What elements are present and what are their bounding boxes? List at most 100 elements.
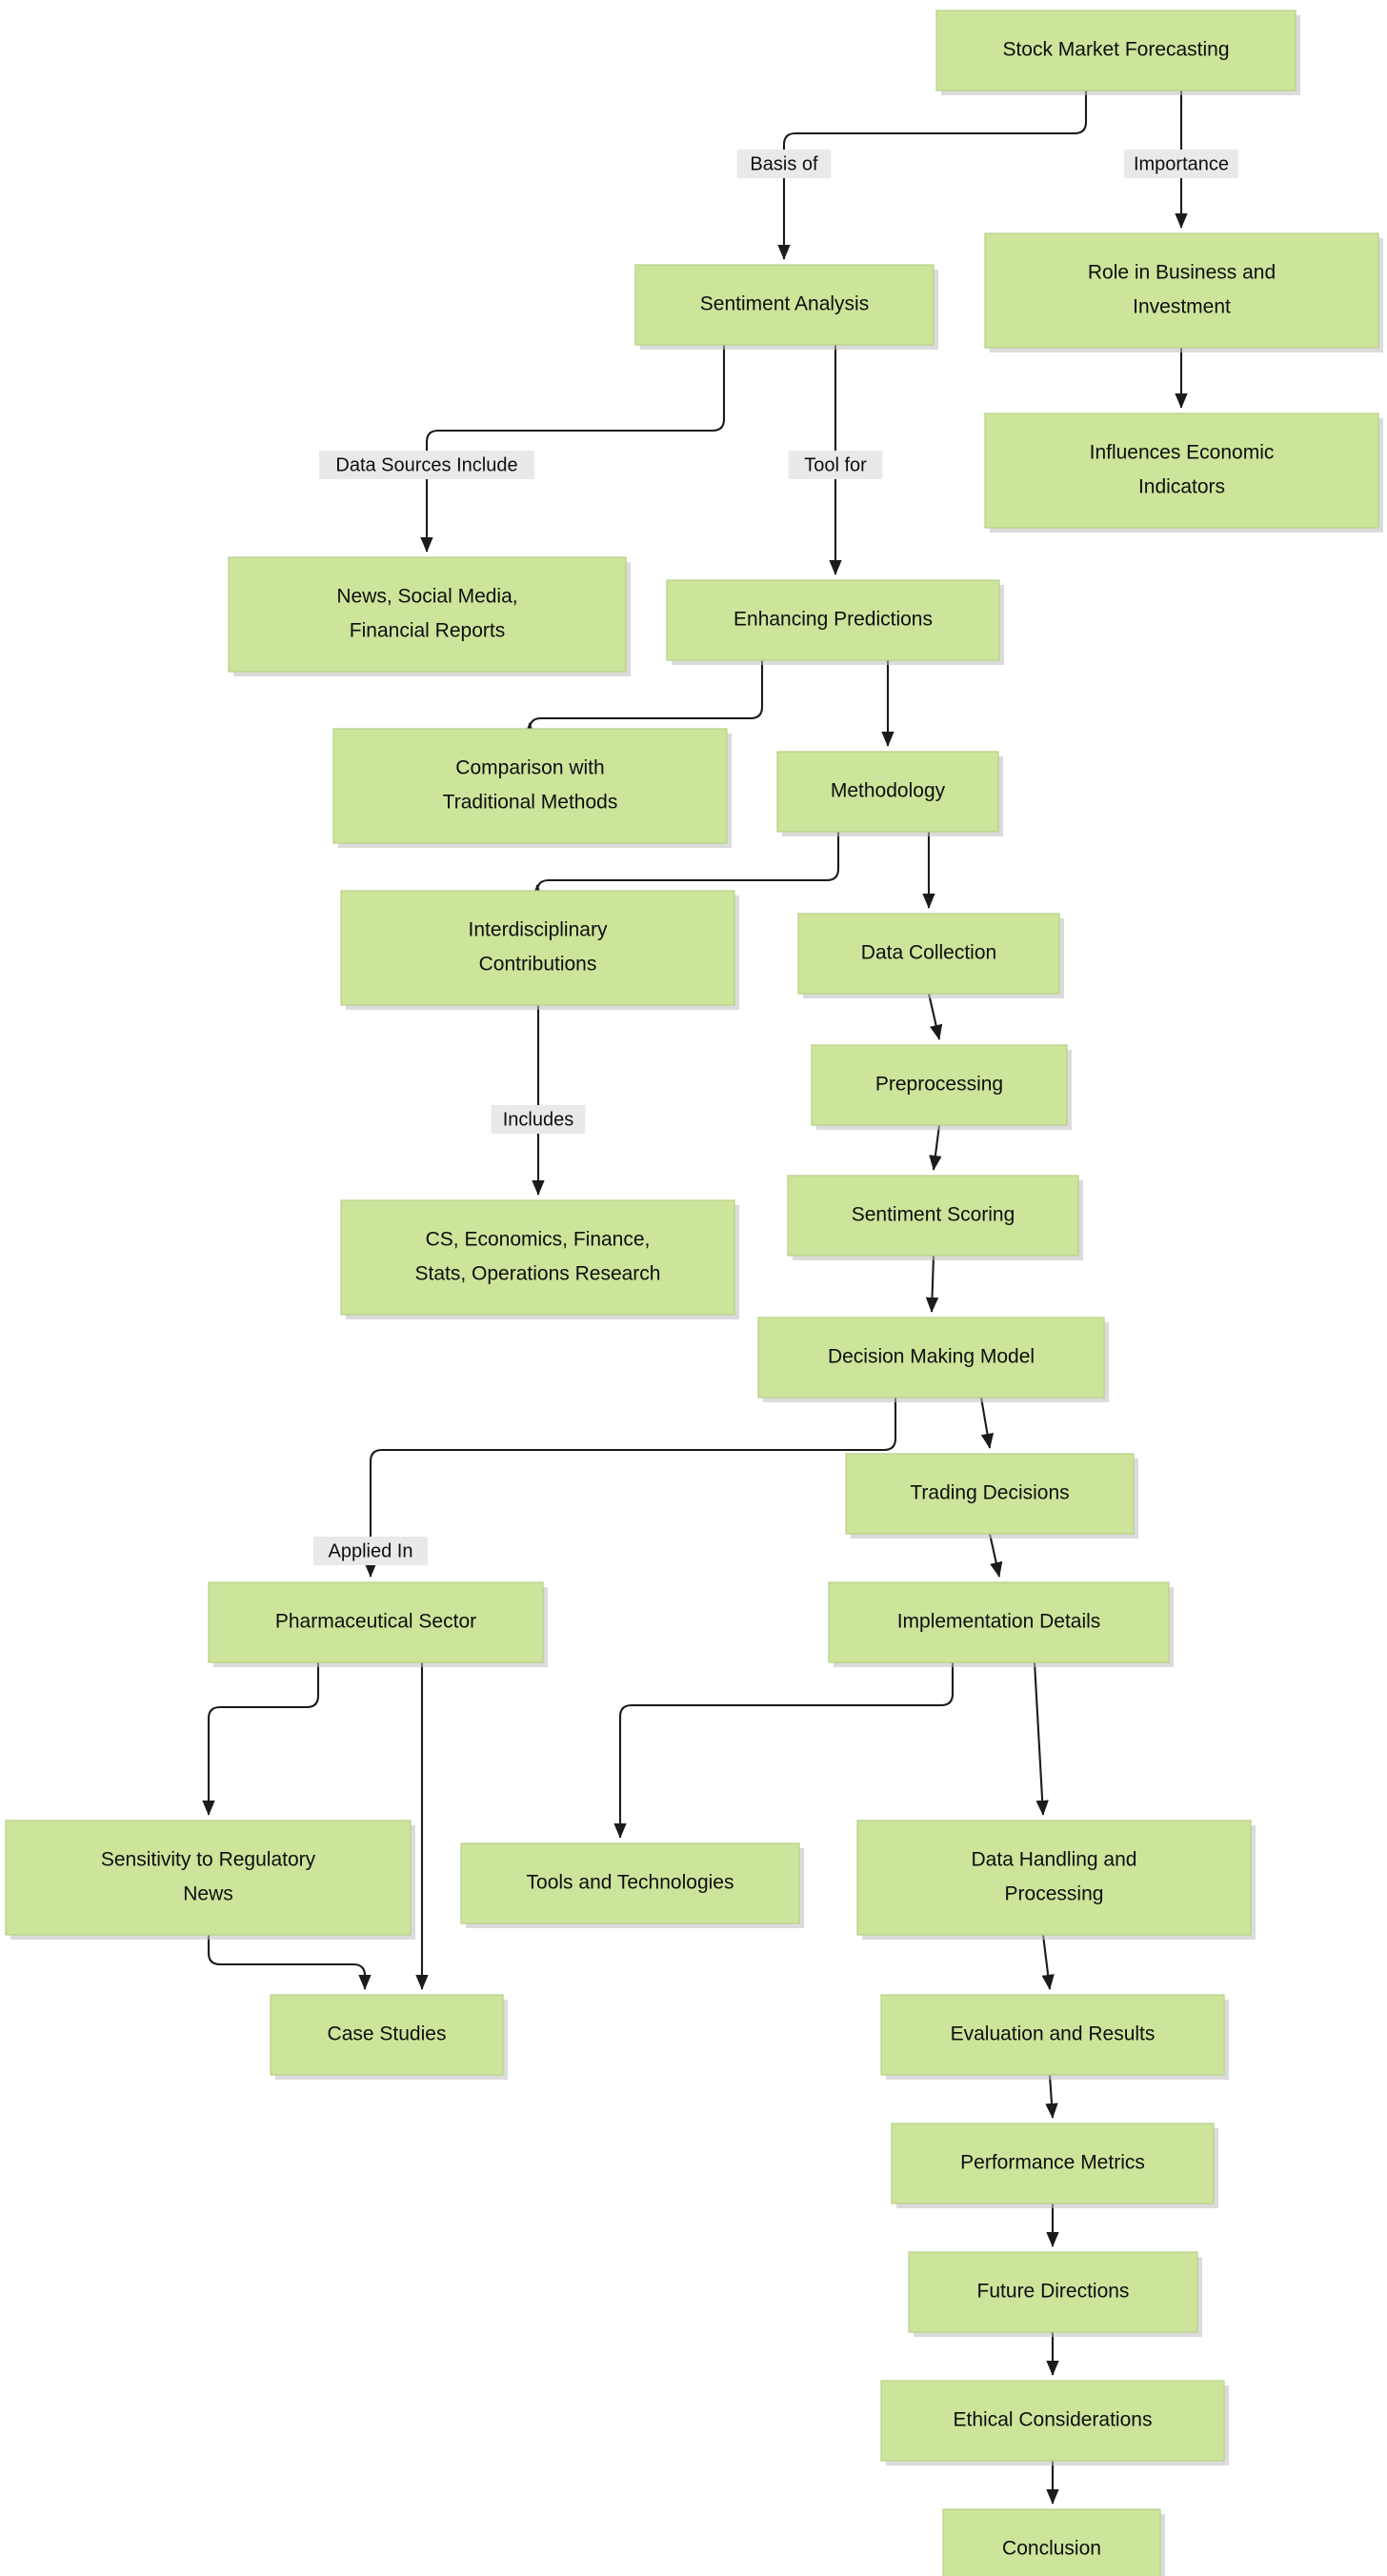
edge-label-background: [313, 1537, 428, 1565]
node-label: Sentiment Analysis: [700, 293, 869, 315]
flow-node-methodology[interactable]: Methodology: [776, 751, 1003, 836]
flow-node-pharmaceutical_sector[interactable]: Pharmaceutical Sector: [208, 1581, 548, 1667]
flow-edge: [613, 1662, 955, 1839]
flow-edge: [420, 345, 726, 553]
flow-node-decision_making_model[interactable]: Decision Making Model: [757, 1317, 1109, 1402]
edge-label-sentiment_analysis-to-news_social_media_financial_reports: Data Sources Include: [319, 451, 534, 479]
node-label: Contributions: [479, 954, 597, 976]
node-label: Investment: [1133, 296, 1231, 318]
flow-node-data_collection[interactable]: Data Collection: [797, 913, 1064, 998]
flow-node-conclusion[interactable]: Conclusion: [942, 2508, 1165, 2576]
edge-label-background: [319, 451, 534, 479]
node-box[interactable]: [776, 751, 999, 833]
node-label: Sensitivity to Regulatory: [101, 1849, 316, 1871]
flow-node-performance_metrics[interactable]: Performance Metrics: [891, 2123, 1218, 2208]
flow-node-trading_decisions[interactable]: Trading Decisions: [845, 1453, 1138, 1539]
flow-node-future_directions[interactable]: Future Directions: [908, 2251, 1202, 2337]
edges-layer: [202, 91, 1188, 2505]
node-box[interactable]: [340, 1199, 735, 1316]
edge-label-text: Data Sources Include: [335, 454, 517, 475]
node-box[interactable]: [891, 2123, 1215, 2204]
node-label: Role in Business and: [1088, 262, 1276, 284]
node-box[interactable]: [984, 413, 1379, 529]
edge-label-background: [788, 451, 883, 479]
flow-edge: [1041, 1934, 1055, 1990]
flow-edge: [207, 1935, 372, 1990]
node-box[interactable]: [270, 1994, 504, 2076]
flow-node-sentiment_scoring[interactable]: Sentiment Scoring: [787, 1175, 1083, 1260]
node-label: Comparison with: [455, 757, 604, 779]
flow-node-preprocessing[interactable]: Preprocessing: [811, 1044, 1072, 1130]
node-box[interactable]: [340, 890, 735, 1006]
flow-node-ethical_considerations[interactable]: Ethical Considerations: [880, 2380, 1229, 2465]
flow-edge: [988, 1533, 1003, 1578]
flow-edge: [929, 1124, 942, 1171]
flow-edge: [777, 91, 1088, 260]
node-box[interactable]: [984, 232, 1379, 349]
node-label: Data Collection: [861, 942, 996, 964]
node-box[interactable]: [757, 1317, 1105, 1399]
flow-edge: [925, 1255, 939, 1313]
node-label: News, Social Media,: [336, 586, 517, 608]
node-label: Evaluation and Results: [951, 2023, 1156, 2045]
node-box[interactable]: [666, 579, 1000, 661]
edge-label-stock_market_forecasting-to-sentiment_analysis: Basis of: [736, 150, 832, 178]
node-box[interactable]: [828, 1581, 1170, 1663]
flow-edge: [1045, 2074, 1058, 2119]
node-label: Stats, Operations Research: [415, 1263, 661, 1285]
flow-node-cs_economics_finance_stats_operations_research[interactable]: CS, Economics, Finance, Stats, Operations…: [340, 1199, 739, 1319]
node-label: CS, Economics, Finance,: [426, 1229, 651, 1251]
edge-label-background: [491, 1105, 586, 1134]
flow-node-stock_market_forecasting[interactable]: Stock Market Forecasting: [935, 10, 1300, 95]
node-box[interactable]: [208, 1581, 544, 1663]
node-box[interactable]: [942, 2508, 1161, 2576]
flow-node-tools_and_technologies[interactable]: Tools and Technologies: [460, 1842, 804, 1928]
node-label: Conclusion: [1002, 2538, 1101, 2560]
node-box[interactable]: [856, 1820, 1252, 1936]
edge-label-interdisciplinary_contributions-to-cs_economics_finance_stats_operations_research: Includes: [491, 1105, 586, 1134]
edge-label-text: Basis of: [750, 153, 818, 174]
node-box[interactable]: [332, 728, 728, 844]
node-label: Tools and Technologies: [527, 1872, 734, 1894]
node-box[interactable]: [228, 556, 627, 673]
node-box[interactable]: [460, 1842, 800, 1924]
edge-label-text: Importance: [1134, 153, 1229, 174]
node-label: Decision Making Model: [828, 1346, 1035, 1368]
node-label: Implementation Details: [897, 1611, 1101, 1633]
node-box[interactable]: [908, 2251, 1198, 2333]
flow-node-enhancing_predictions[interactable]: Enhancing Predictions: [666, 579, 1004, 665]
flow-edge: [979, 1397, 995, 1449]
flow-node-evaluation_and_results[interactable]: Evaluation and Results: [880, 1994, 1229, 2080]
node-label: Data Handling and: [972, 1849, 1137, 1871]
flow-node-sentiment_analysis[interactable]: Sentiment Analysis: [634, 264, 938, 350]
node-box[interactable]: [787, 1175, 1079, 1257]
node-box[interactable]: [811, 1044, 1068, 1126]
node-label: Traditional Methods: [443, 792, 618, 814]
flow-edge: [927, 993, 943, 1040]
node-label: Preprocessing: [875, 1074, 1003, 1096]
node-box[interactable]: [845, 1453, 1135, 1535]
node-label: Pharmaceutical Sector: [275, 1611, 476, 1633]
node-box[interactable]: [5, 1820, 412, 1936]
node-label: Performance Metrics: [960, 2152, 1145, 2174]
node-box[interactable]: [797, 913, 1060, 995]
node-box[interactable]: [880, 2380, 1225, 2462]
node-box[interactable]: [880, 1994, 1225, 2076]
node-label: Methodology: [831, 780, 946, 802]
edge-label-stock_market_forecasting-to-role_in_business_and_investment: Importance: [1124, 150, 1238, 178]
node-label: Future Directions: [977, 2281, 1130, 2303]
flow-node-news_social_media_financial_reports[interactable]: News, Social Media,Financial Reports: [228, 556, 631, 676]
node-box[interactable]: [634, 264, 935, 346]
flow-node-implementation_details[interactable]: Implementation Details: [828, 1581, 1174, 1667]
flow-node-case_studies[interactable]: Case Studies: [270, 1994, 508, 2080]
node-box[interactable]: [935, 10, 1297, 91]
flow-edge: [531, 832, 840, 900]
